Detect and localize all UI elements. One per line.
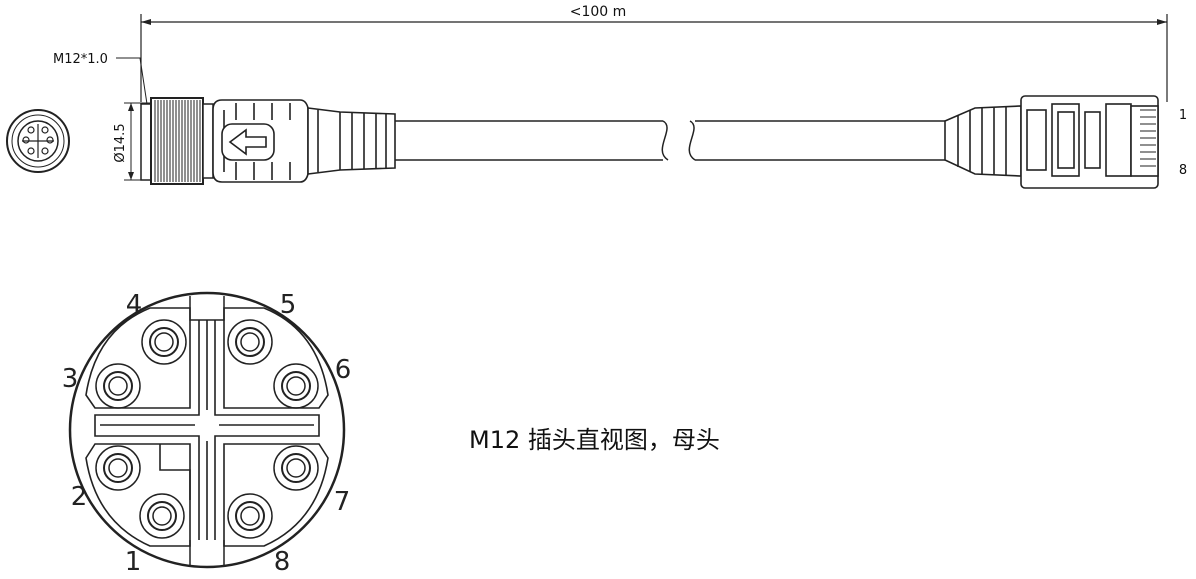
caption-prefix: M12	[469, 426, 521, 454]
socket-contact-7	[273, 445, 319, 491]
socket-contact-1	[139, 493, 185, 539]
pin-number-4: 4	[126, 290, 143, 320]
cable-break-symbol	[661, 120, 696, 161]
pin-number-6: 6	[335, 355, 352, 385]
rj45-boot	[944, 105, 1022, 177]
socket-contact-4	[141, 319, 187, 365]
pin-number-5: 5	[280, 290, 297, 320]
rj45-contacts	[1140, 109, 1156, 167]
rj45-pin-last-label: 8	[1179, 163, 1187, 178]
coupling-nut	[140, 97, 214, 185]
socket-contact-8	[227, 493, 273, 539]
socket-contact-2	[95, 445, 141, 491]
pin-number-1: 1	[125, 547, 142, 575]
pin-number-3: 3	[62, 364, 79, 394]
socket-contact-5	[227, 319, 273, 365]
caption-text: 插头直视图，母头	[520, 426, 720, 454]
diameter-dimension	[124, 102, 150, 181]
pin-number-8: 8	[274, 547, 291, 575]
rj45-plug	[1020, 95, 1159, 189]
length-label: <100 m	[570, 4, 627, 20]
diameter-label: Ø14.5	[113, 123, 128, 162]
thread-label: M12*1.0	[53, 52, 108, 67]
socket-contacts	[95, 319, 319, 539]
cable	[395, 120, 945, 161]
strain-relief	[307, 107, 396, 175]
rj45-pin-first-label: 1	[1179, 108, 1187, 123]
pin-number-2: 2	[71, 482, 88, 512]
length-dimension	[140, 14, 1168, 102]
thread-leader-line	[116, 57, 148, 105]
m12-face-view	[68, 291, 346, 569]
direction-arrow-icon	[221, 123, 275, 161]
socket-contact-3	[95, 363, 141, 409]
face-view-caption: M12 插头直视图，母头	[469, 420, 720, 455]
pin-number-7: 7	[334, 487, 351, 517]
knurl-lines	[154, 100, 201, 182]
socket-contact-6	[273, 363, 319, 409]
m12-end-view-small	[6, 109, 70, 173]
